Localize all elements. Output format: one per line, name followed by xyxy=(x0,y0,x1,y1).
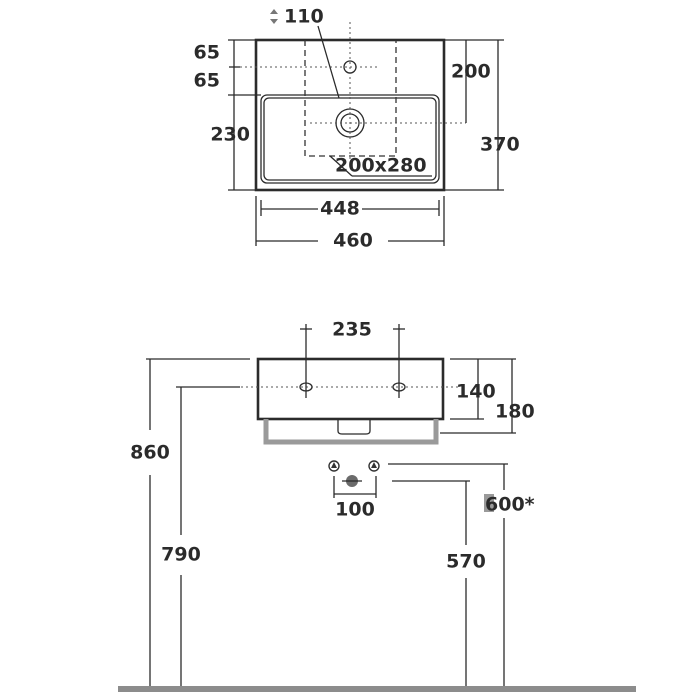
label-200x280: 200x280 xyxy=(335,155,427,177)
waste-outlet xyxy=(337,419,371,435)
leader-cutout xyxy=(329,155,353,177)
diameter-arrow-icon xyxy=(270,9,278,24)
label-65-a: 65 xyxy=(194,42,220,64)
asterisk-marker xyxy=(484,494,494,512)
label-65-b: 65 xyxy=(194,70,220,92)
label-790: 790 xyxy=(161,544,201,566)
basin-outline-top xyxy=(254,38,446,192)
supply-valves xyxy=(328,460,380,487)
label-140: 140 xyxy=(456,381,496,403)
valve-right-arrow-icon xyxy=(371,462,377,468)
label-460: 460 xyxy=(333,230,373,252)
label-235: 235 xyxy=(332,319,372,341)
label-100: 100 xyxy=(335,499,375,521)
label-600: 600* xyxy=(485,494,535,516)
basin-outline-front xyxy=(256,357,445,421)
floor-line xyxy=(118,686,636,692)
label-200: 200 xyxy=(451,61,491,83)
bowl-outline-top xyxy=(260,94,440,184)
label-448: 448 xyxy=(320,198,360,220)
top-view: 110 65 65 230 200 370 200x280 448 460 xyxy=(194,6,520,252)
valve-left-arrow-icon xyxy=(331,462,337,468)
label-570: 570 xyxy=(446,551,486,573)
cutout-rectangle xyxy=(304,40,397,157)
valve-right-icon xyxy=(368,460,380,472)
leader-110 xyxy=(317,25,340,99)
front-view: 235 140 180 860 790 100 600* 570 xyxy=(118,319,636,692)
label-230: 230 xyxy=(210,124,250,146)
label-860: 860 xyxy=(130,442,170,464)
wall-bracket xyxy=(263,419,439,445)
label-110: 110 xyxy=(284,6,324,28)
valve-left-icon xyxy=(328,460,340,472)
label-370: 370 xyxy=(480,134,520,156)
label-180: 180 xyxy=(495,401,535,423)
